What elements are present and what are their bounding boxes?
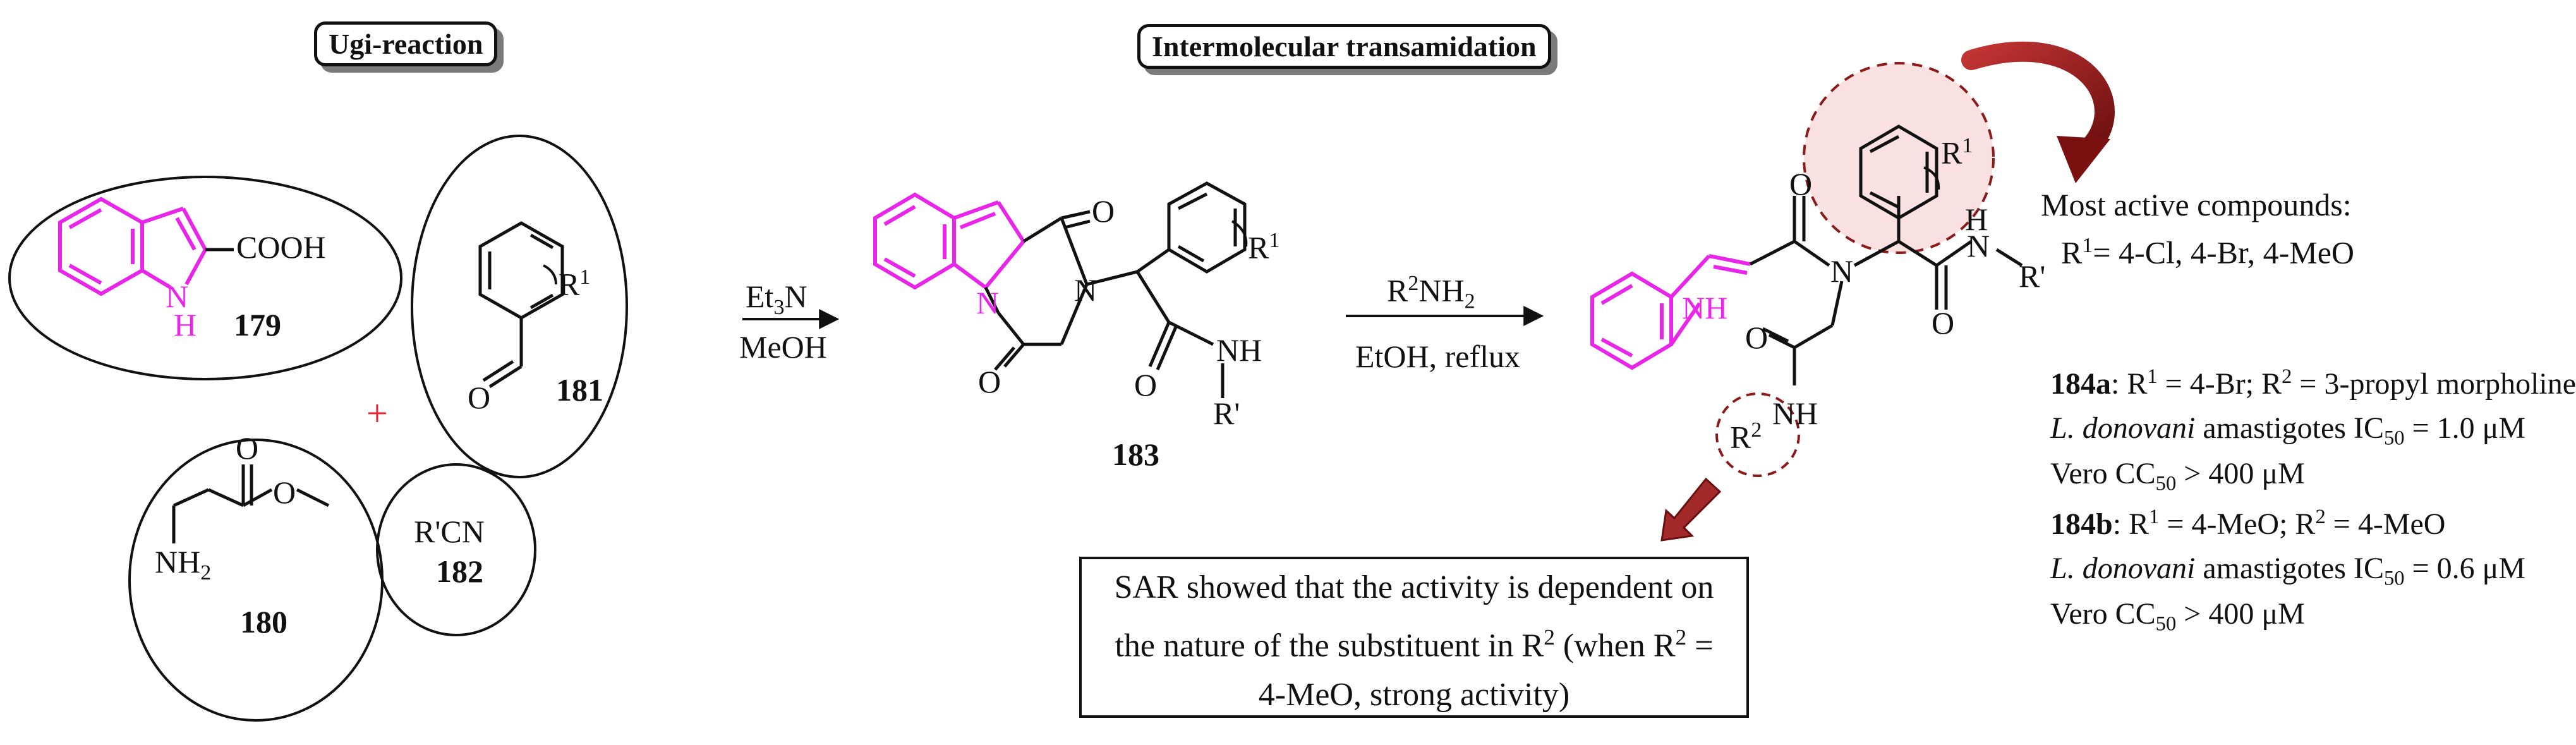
r1-183: R1 xyxy=(1248,229,1280,265)
step2-solvent: EtOH, reflux xyxy=(1355,339,1521,374)
indole-183 xyxy=(873,192,1025,290)
rprime-183: R' xyxy=(1213,396,1240,431)
o-184-right: O xyxy=(1932,305,1955,341)
compound-184b-ic50: L. donovani amastigotes IC50 = 0.6 μM xyxy=(2050,552,2526,590)
activity-list: R1= 4-Cl, 4-Br, 4-MeO xyxy=(2061,234,2355,270)
compound-184a-summary: 184a: R1 = 4-Br; R2 = 3-propyl morpholin… xyxy=(2050,365,2576,401)
o-180: O xyxy=(236,430,259,466)
n-183-indole: N xyxy=(976,285,1000,320)
benzaldehyde-181 xyxy=(478,221,564,389)
ellipse-181 xyxy=(411,135,628,478)
glycine-ester-180 xyxy=(172,464,330,543)
compound-181-label: 181 xyxy=(556,372,603,408)
r1-181: R1 xyxy=(559,265,591,302)
indole-179-h: H xyxy=(174,307,197,342)
compound-184b-summary: 184b: R1 = 4-MeO; R2 = 4-MeO xyxy=(2050,506,2446,541)
o-183-bottom: O xyxy=(978,364,1001,399)
nh-183: NH xyxy=(1216,332,1262,368)
sar-note-box: SAR showed that the activity is dependen… xyxy=(1079,557,1749,718)
compound-184b-cc50: Vero CC50 > 400 μM xyxy=(2050,597,2305,636)
o-ester-180: O xyxy=(273,475,296,510)
curved-arrow-head xyxy=(2057,136,2110,183)
step1-solvent: MeOH xyxy=(739,329,827,365)
ellipse-179 xyxy=(8,176,402,380)
o-184-left: O xyxy=(1789,166,1813,202)
activity-heading: Most active compounds: xyxy=(2041,187,2352,222)
compound-182-label: 182 xyxy=(436,554,483,589)
r2-184: R2 xyxy=(1730,418,1762,455)
ugi-reaction-title: Ugi-reaction xyxy=(314,21,498,66)
sar-line-1: SAR showed that the activity is dependen… xyxy=(1114,569,1714,605)
n-184-amide: N xyxy=(1967,228,1990,263)
compound-184a-cc50: Vero CC50 > 400 μM xyxy=(2050,457,2305,495)
cooh-label: COOH xyxy=(236,229,326,265)
n-184: N xyxy=(1830,253,1854,289)
r2-highlight xyxy=(1715,392,1800,477)
sar-pointer-arrow xyxy=(1660,477,1722,542)
compound-179-label: 179 xyxy=(234,307,281,342)
indole-184 xyxy=(1590,254,1751,370)
amide-backbone-184 xyxy=(1749,124,2023,385)
plus-sign: + xyxy=(366,392,388,434)
step2-reagent: R2NH2 xyxy=(1387,272,1475,313)
h-184: H xyxy=(1965,202,1988,237)
o-184-lower: O xyxy=(1745,320,1769,355)
transamidation-title: Intermolecular transamidation xyxy=(1137,24,1551,69)
r1-curve-181 xyxy=(543,264,557,285)
phenyl-highlight xyxy=(1803,62,1995,254)
nh2-180: NH2 xyxy=(155,544,212,584)
n-183-ring: N xyxy=(1074,272,1098,308)
ellipse-182 xyxy=(376,463,536,636)
indole-179-n: N xyxy=(166,279,189,314)
o-181: O xyxy=(468,380,491,415)
o-183-amide: O xyxy=(1134,367,1158,403)
nh-184-indole: NH xyxy=(1682,290,1728,325)
r1-curve-183 xyxy=(1231,220,1248,247)
pyrazinone-183 xyxy=(984,181,1247,398)
r1-curve-184 xyxy=(1923,166,1940,190)
compound-180-label: 180 xyxy=(240,604,287,639)
nh-184-r2: NH xyxy=(1772,396,1818,431)
sar-line-3: 4-MeO, strong activity) xyxy=(1258,677,1570,713)
r1-184: R1 xyxy=(1941,134,1973,171)
o-183-top: O xyxy=(1092,193,1115,229)
compound-183-label: 183 xyxy=(1112,437,1159,472)
indole-179 xyxy=(58,197,207,296)
rcn-182: R'CN xyxy=(414,514,485,549)
rprime-184: R' xyxy=(2019,258,2046,294)
sar-line-2: the nature of the substituent in R2 (whe… xyxy=(1115,624,1714,664)
compound-184a-ic50: L. donovani amastigotes IC50 = 1.0 μM xyxy=(2050,411,2526,450)
step1-reagent: Et3N xyxy=(746,279,807,319)
curved-arrow xyxy=(1961,41,2115,162)
